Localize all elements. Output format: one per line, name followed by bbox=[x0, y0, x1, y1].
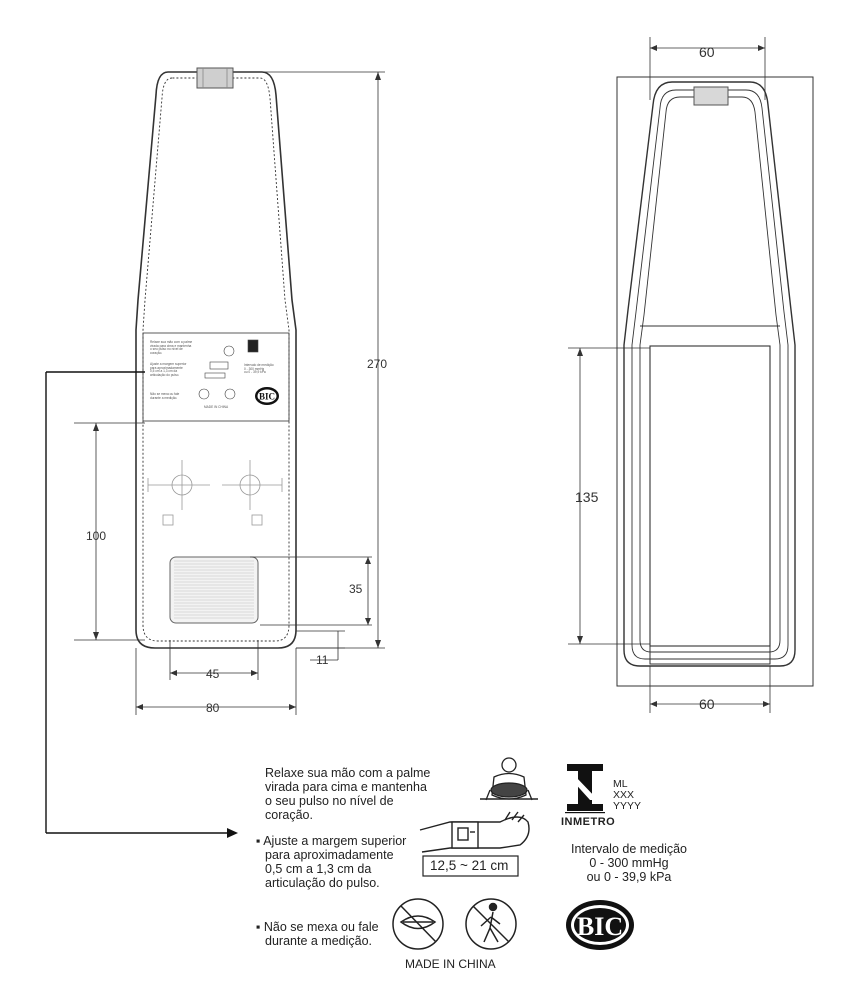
dim-pad-width: 45 bbox=[206, 667, 220, 681]
cuff-label-area bbox=[142, 332, 290, 422]
side-outline-inner bbox=[639, 96, 781, 653]
front-dimension-arrows bbox=[93, 72, 381, 710]
dim-side-top-width: 60 bbox=[699, 44, 715, 60]
cuff-outline bbox=[135, 71, 297, 649]
bullet-icon: ▪ bbox=[256, 834, 264, 848]
cuff-top-tab bbox=[196, 67, 234, 89]
instruction-adjust-margin: ▪ Ajuste a margem superior para aproxima… bbox=[256, 834, 407, 890]
dim-pad-height: 35 bbox=[349, 582, 363, 596]
instruction-no-move: ▪ Não se mexa ou fale durante a medição. bbox=[256, 920, 379, 948]
dim-side-bottom-width: 60 bbox=[699, 696, 715, 712]
side-dimensions bbox=[568, 37, 771, 713]
side-outline-outer bbox=[623, 81, 796, 667]
svg-text:BIC: BIC bbox=[259, 392, 275, 402]
no-talking-icon bbox=[392, 898, 444, 950]
leader-arrowhead bbox=[227, 828, 238, 838]
wrist-range-text: 12,5 ~ 21 cm bbox=[430, 858, 509, 873]
front-view-cuff bbox=[135, 67, 297, 649]
svg-text:BIC: BIC bbox=[577, 912, 623, 941]
inmetro-logo bbox=[565, 764, 605, 814]
dim-bottom-gap: 11 bbox=[316, 653, 329, 667]
bic-logo: BIC bbox=[566, 900, 634, 950]
velcro-pad bbox=[169, 556, 259, 624]
small-bic-logo: BIC bbox=[255, 387, 279, 405]
small-made-in-text: MADE IN CHINA bbox=[204, 405, 229, 409]
bullet-icon: ▪ bbox=[256, 920, 264, 934]
side-panel bbox=[649, 345, 771, 647]
wrist-range-box bbox=[422, 855, 519, 877]
made-in-china: MADE IN CHINA bbox=[405, 957, 496, 971]
side-dimension-arrows bbox=[577, 45, 770, 707]
side-view-cuff bbox=[616, 76, 814, 687]
dim-band-width: 80 bbox=[206, 701, 220, 715]
side-top-tab bbox=[693, 86, 729, 106]
no-moving-icon bbox=[465, 898, 517, 950]
dim-side-height: 135 bbox=[575, 489, 599, 505]
heart-position-icon bbox=[480, 757, 538, 801]
inmetro-text: INMETRO bbox=[561, 816, 616, 828]
dim-strap-height: 100 bbox=[86, 529, 106, 543]
dim-total-height: 270 bbox=[367, 357, 387, 371]
front-dimensions bbox=[74, 71, 385, 715]
side-frame bbox=[616, 76, 814, 687]
small-label-icons bbox=[198, 339, 259, 400]
wrist-cuff-icon bbox=[419, 811, 530, 853]
side-outline-mid bbox=[631, 89, 789, 660]
label-leader-arrow bbox=[45, 371, 228, 834]
alignment-marks bbox=[147, 460, 283, 526]
